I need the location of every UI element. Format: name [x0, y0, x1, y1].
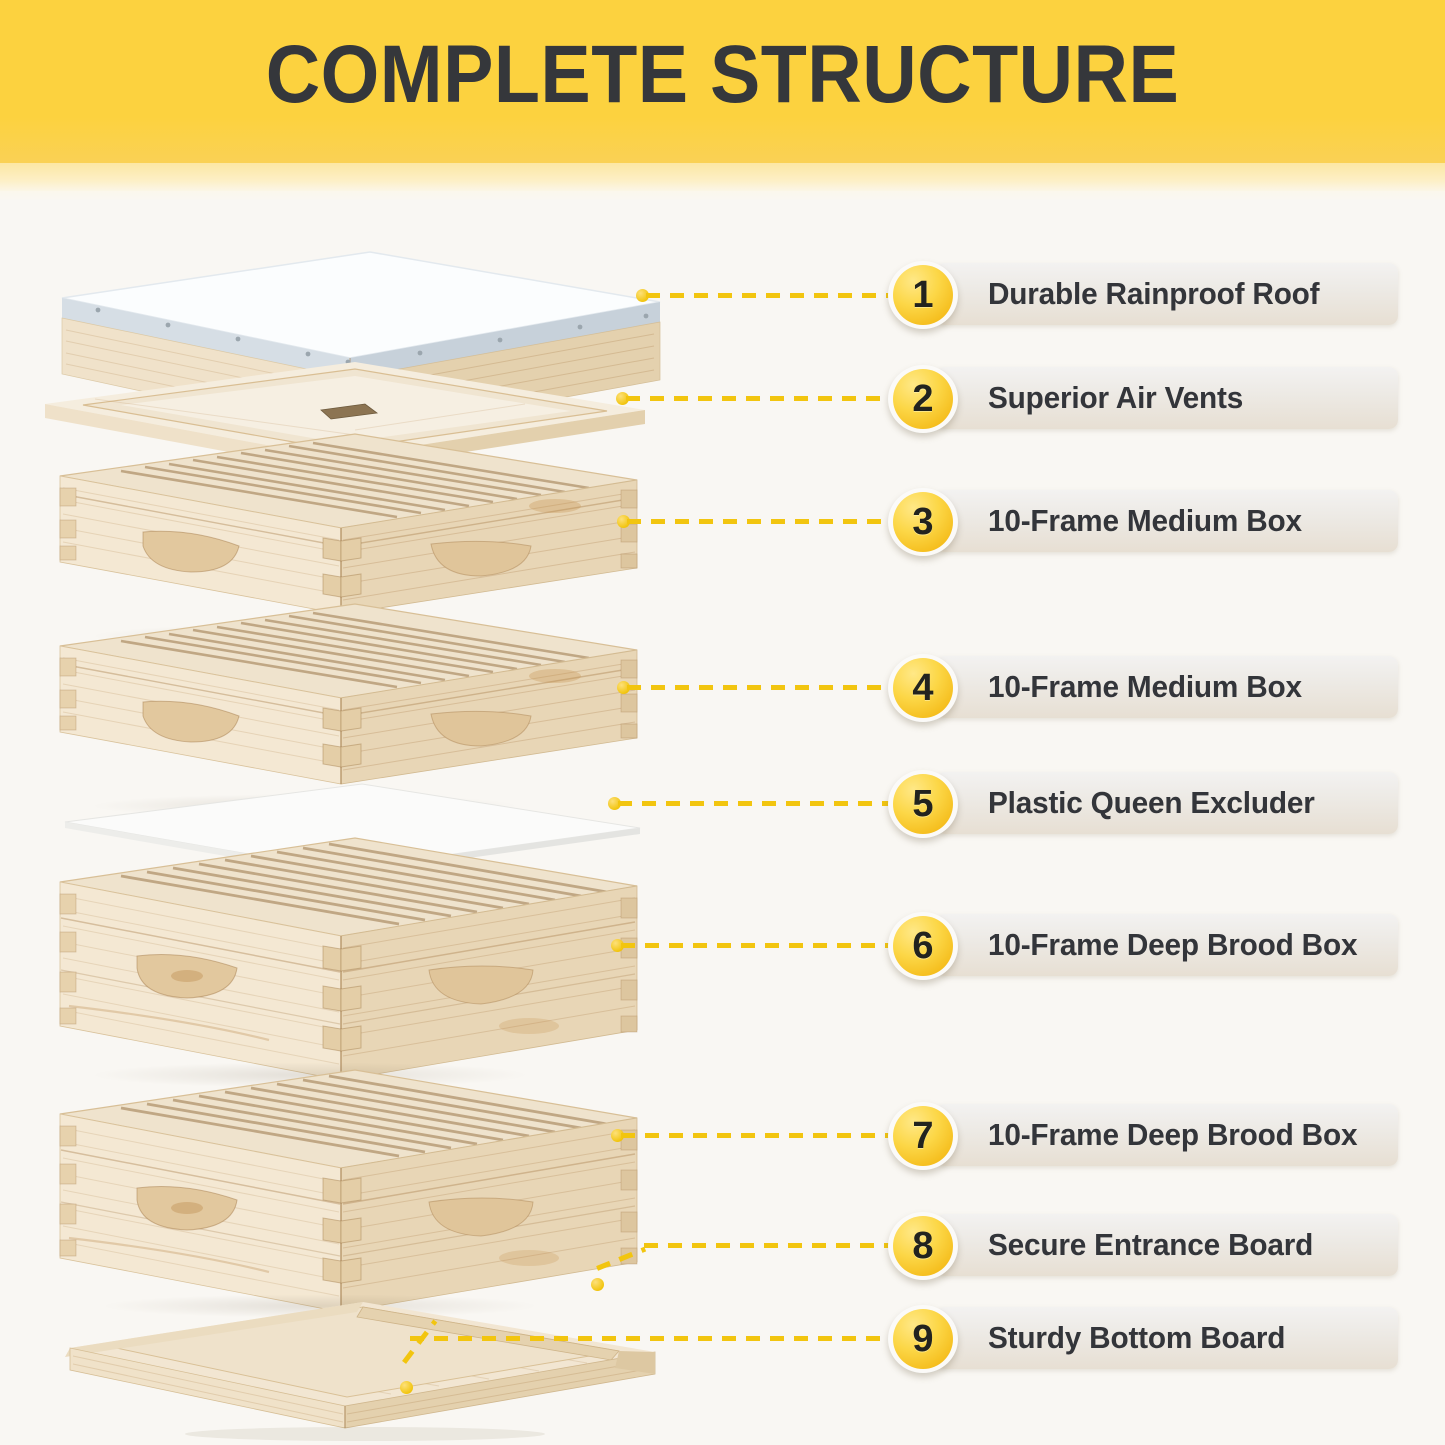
callout-pill-1: [936, 263, 1398, 325]
badge-number: 4: [893, 658, 953, 718]
leader-line-5: [618, 801, 908, 806]
callout-badge-9[interactable]: 9: [888, 1305, 958, 1373]
callout-badge-8[interactable]: 8: [888, 1212, 958, 1280]
header-banner-underline: [0, 163, 1445, 191]
inner-cover-panel: [45, 362, 645, 468]
leader-dot-8: [591, 1278, 604, 1291]
callout-label: 10-Frame Medium Box: [988, 503, 1302, 538]
callout-pill-2: [936, 367, 1398, 429]
deep-brood-box: [59, 1069, 638, 1313]
callout-label: Secure Entrance Board: [988, 1227, 1314, 1262]
leader-dot-6: [611, 939, 624, 952]
leader-dot-4: [617, 681, 630, 694]
callout-label: 10-Frame Deep Brood Box: [988, 1117, 1358, 1152]
callout-label: Superior Air Vents: [988, 380, 1244, 415]
leader-line-8: [644, 1243, 908, 1248]
leader-dot-3: [617, 515, 630, 528]
header-banner: [0, 0, 1445, 163]
deep-brood-box: [59, 837, 638, 1081]
leader-dot-5: [608, 797, 621, 810]
callout-badge-5[interactable]: 5: [888, 770, 958, 838]
callout-pill-5: [936, 772, 1398, 834]
callout-badge-1[interactable]: 1: [888, 261, 958, 329]
callout-pill-4: [936, 656, 1398, 718]
callout-badge-2[interactable]: 2: [888, 365, 958, 433]
bottom-board-with-entrance: [65, 1302, 656, 1441]
callout-badge-4[interactable]: 4: [888, 654, 958, 722]
callout-badge-7[interactable]: 7: [888, 1102, 958, 1170]
leader-line-4: [627, 685, 908, 690]
plastic-queen-excluder-sheet: [64, 783, 641, 860]
leader-line-7: [621, 1133, 908, 1138]
medium-super-box: [59, 603, 638, 785]
badge-number: 3: [893, 492, 953, 552]
leader-line-9: [410, 1336, 908, 1341]
callout-pill-9: [936, 1307, 1398, 1369]
callout-pill-8: [936, 1214, 1398, 1276]
leader-line-3: [627, 519, 908, 524]
callout-label: Sturdy Bottom Board: [988, 1320, 1286, 1355]
badge-number: 2: [893, 369, 953, 429]
page-title: COMPLETE STRUCTURE: [265, 29, 1180, 120]
medium-super-box: [59, 433, 638, 615]
badge-number: 1: [893, 265, 953, 325]
header-banner-fade: [0, 191, 1445, 201]
callout-pill-7: [936, 1104, 1398, 1166]
callout-pill-3: [936, 490, 1398, 552]
leader-dot-2: [616, 392, 629, 405]
callout-pill-6: [936, 914, 1398, 976]
leader-dot-7: [611, 1129, 624, 1142]
leader-line-6: [621, 943, 908, 948]
callout-badge-3[interactable]: 3: [888, 488, 958, 556]
leader-line-2: [626, 396, 908, 401]
leader-line-1: [646, 293, 908, 298]
badge-number: 8: [893, 1216, 953, 1276]
badge-number: 9: [893, 1309, 953, 1369]
exploded-beehive-illustration: [0, 200, 720, 1445]
callout-label: Durable Rainproof Roof: [988, 276, 1320, 311]
leader-dot-9: [400, 1381, 413, 1394]
badge-number: 5: [893, 774, 953, 834]
callout-label: 10-Frame Deep Brood Box: [988, 927, 1358, 962]
callout-label: 10-Frame Medium Box: [988, 669, 1302, 704]
leader-dot-1: [636, 289, 649, 302]
badge-number: 7: [893, 1106, 953, 1166]
badge-number: 6: [893, 916, 953, 976]
callout-label: Plastic Queen Excluder: [988, 785, 1315, 820]
callout-badge-6[interactable]: 6: [888, 912, 958, 980]
